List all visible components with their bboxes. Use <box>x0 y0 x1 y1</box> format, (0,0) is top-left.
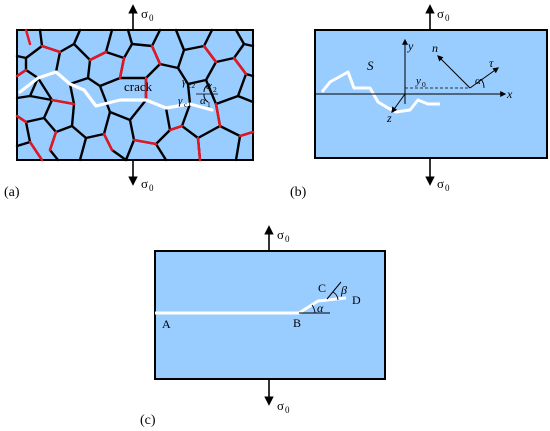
y-axis-label: y <box>407 39 414 53</box>
gamma-c2-subscript: c2 <box>188 81 195 90</box>
angle-arc <box>480 78 485 89</box>
panel-a-label: (a) <box>4 185 20 200</box>
normal-label: n <box>432 41 438 55</box>
grain-network <box>15 28 255 162</box>
z-axis-label: z <box>386 111 392 125</box>
panel-b-top-stress-label: σ 0 <box>437 6 450 23</box>
offset-symbol: y <box>415 75 421 87</box>
gamma-c1-subscript: c1 <box>184 100 191 109</box>
panel-a: crack γ c2 γ c1 α 2 α 1 σ 0 σ 0 <box>4 4 255 200</box>
stress-symbol: σ <box>437 176 444 191</box>
panel-b-bottom-stress-label: σ 0 <box>437 176 450 193</box>
gamma-c1-label: γ c1 <box>178 95 191 109</box>
gamma-c2-label: γ c2 <box>182 76 195 90</box>
stress-subscript: 0 <box>285 234 290 244</box>
gamma-c1-symbol: γ <box>178 95 183 107</box>
point-c-label: C <box>318 281 326 295</box>
stress-subscript: 0 <box>285 405 290 415</box>
panel-b: x y z S y 0 n τ α σ 0 σ 0 (b) <box>290 4 548 200</box>
tangent-vector <box>469 67 499 89</box>
stress-subscript: 0 <box>149 13 154 23</box>
stress-symbol: σ <box>277 398 284 413</box>
stress-subscript: 0 <box>445 183 450 193</box>
stress-symbol: σ <box>437 6 444 21</box>
tangent-label: τ <box>489 56 494 70</box>
panel-a-bottom-stress-label: σ 0 <box>141 176 154 193</box>
alpha-1-label: α 1 <box>200 95 211 109</box>
alpha-label: α <box>317 301 324 315</box>
alpha-2-label: α 2 <box>206 80 217 94</box>
crack-path <box>18 70 214 112</box>
stress-symbol: σ <box>141 176 148 191</box>
alpha-2-subscript: 2 <box>213 85 217 94</box>
angle-label: α <box>475 75 481 87</box>
normal-vector <box>437 55 471 89</box>
kinked-crack <box>155 296 347 315</box>
alpha-1-subscript: 1 <box>207 100 211 109</box>
surface-label: S <box>367 58 374 73</box>
alpha-arc <box>311 304 316 314</box>
panel-c-top-stress-label: σ 0 <box>277 227 290 244</box>
stress-symbol: σ <box>277 227 284 242</box>
alpha-1-symbol: α <box>200 95 206 107</box>
alpha-2-arc <box>203 83 211 93</box>
panel-b-label: (b) <box>290 185 307 200</box>
gamma-c2-symbol: γ <box>182 76 187 88</box>
offset-subscript: 0 <box>422 80 426 89</box>
x-axis-label: x <box>506 87 513 101</box>
z-axis <box>391 93 406 113</box>
alpha-2-symbol: α <box>206 80 212 92</box>
beta-label: β <box>340 283 347 297</box>
weak-boundaries <box>15 28 255 162</box>
beta-reference-line <box>326 281 342 300</box>
beta-arc <box>332 291 339 301</box>
panel-c-plate <box>154 250 386 380</box>
crack-surface-s <box>320 70 440 114</box>
stress-subscript: 0 <box>149 183 154 193</box>
panel-c: A B C D α β σ 0 σ 0 (c) <box>140 225 386 428</box>
point-d-label: D <box>352 293 361 307</box>
panel-c-label: (c) <box>140 413 156 428</box>
point-b-label: B <box>293 316 301 330</box>
stress-symbol: σ <box>141 6 148 21</box>
panel-c-bottom-stress-label: σ 0 <box>277 398 290 415</box>
stress-subscript: 0 <box>445 13 450 23</box>
point-a-label: A <box>162 317 171 331</box>
crack-label: crack <box>124 79 153 94</box>
offset-label: y 0 <box>415 75 426 89</box>
panel-a-top-stress-label: σ 0 <box>141 6 154 23</box>
